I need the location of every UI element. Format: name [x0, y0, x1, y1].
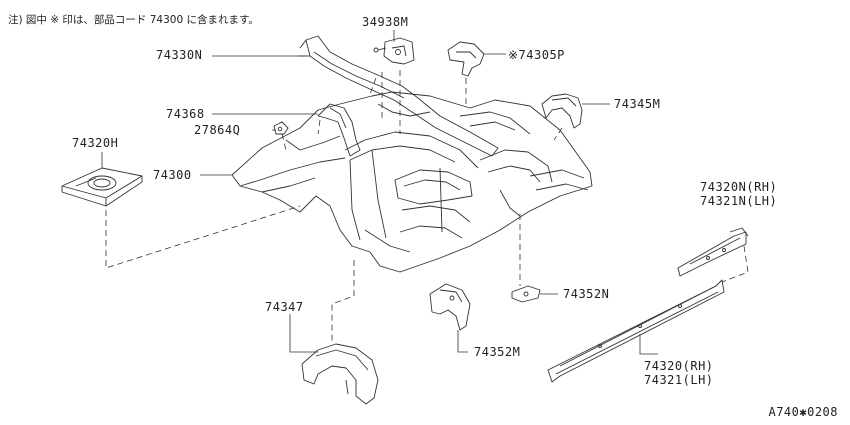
- label-27864Q: 27864Q: [194, 123, 241, 137]
- label-74345M: 74345M: [614, 97, 661, 111]
- label-74320H: 74320H: [72, 136, 119, 150]
- bracket-74352N: [511, 285, 541, 303]
- label-74368: 74368: [166, 107, 205, 121]
- bracket-34938M: [373, 37, 415, 65]
- parts-note: 注) 図中 ※ 印は、部品コード 74300 に含まれます。: [8, 14, 259, 26]
- label-74330N: 74330N: [156, 48, 203, 62]
- floor-panel-74300: [231, 91, 593, 273]
- label-74352N: 74352N: [563, 287, 610, 301]
- label-74347: 74347: [265, 300, 304, 314]
- label-74300: 74300: [153, 168, 192, 182]
- bracket-74345M: [541, 93, 583, 129]
- sill-74320: [547, 279, 725, 383]
- bracket-74352M: [429, 283, 471, 331]
- label-74352M: 74352M: [474, 345, 521, 359]
- clip-27864Q: [273, 121, 289, 135]
- diagram-code: A740✱0208: [768, 405, 838, 419]
- label-74320N-rh: 74320N(RH): [700, 180, 778, 194]
- label-74321N-lh: 74321N(LH): [700, 194, 778, 208]
- member-74368: [317, 103, 361, 157]
- bracket-74347: [301, 343, 379, 405]
- rail-74320N: [677, 227, 749, 277]
- label-74321-lh: 74321(LH): [644, 373, 714, 387]
- bracket-74305P: [447, 41, 485, 77]
- label-34938M: 34938M: [362, 15, 409, 29]
- plate-74320H: [61, 167, 143, 207]
- label-74305P: ※74305P: [508, 48, 565, 62]
- cross-member-74330N: [298, 35, 499, 157]
- label-74320-rh: 74320(RH): [644, 359, 714, 373]
